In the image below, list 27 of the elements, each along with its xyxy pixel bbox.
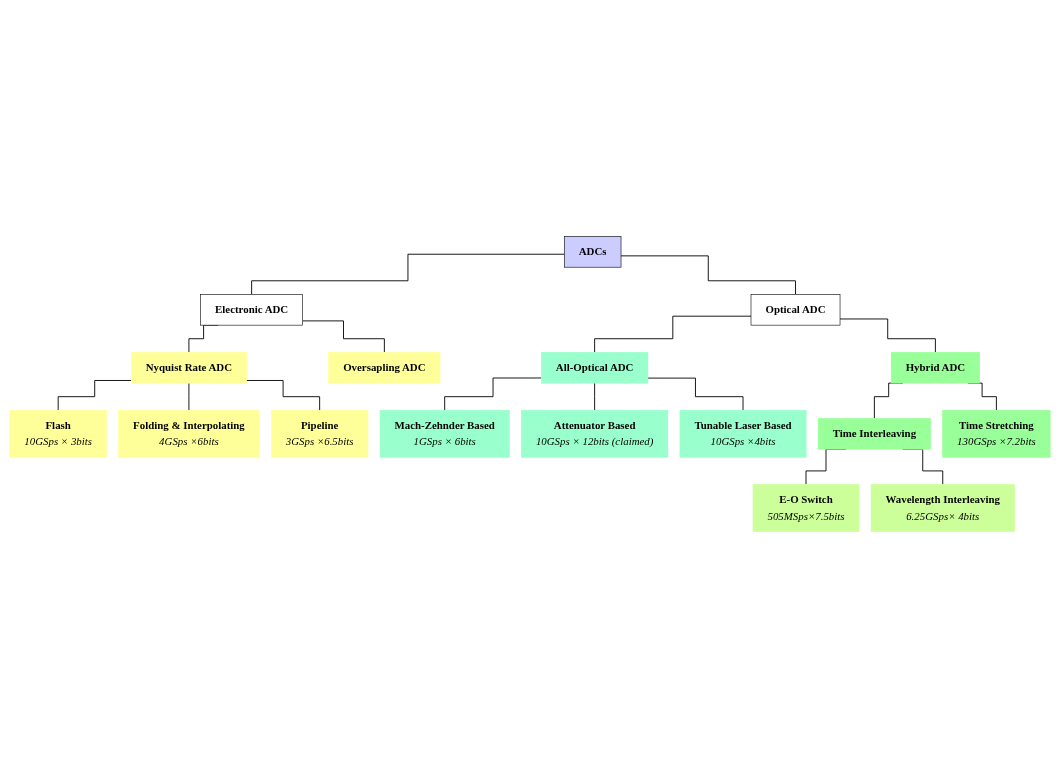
node-box: Flash 10GSps × 3bits — [9, 409, 107, 458]
connector — [620, 255, 796, 295]
node-box: Optical ADC — [750, 294, 841, 326]
node-box: E-O Switch 505MSps×7.5bits — [752, 484, 860, 532]
node-box: Nyquist Rate ADC — [130, 352, 247, 384]
node-box: Mach-Zehnder Based 1GSps × 6bits — [379, 409, 510, 458]
connector — [839, 318, 936, 353]
node-box: Folding & Interpolating 4GSps ×6bits — [118, 409, 260, 458]
connector — [302, 320, 385, 353]
node-box: Electronic ADC — [200, 294, 303, 326]
connector — [594, 315, 752, 353]
node-box: Hybrid ADC — [890, 352, 980, 384]
connector — [251, 253, 565, 295]
connector — [444, 377, 542, 411]
node-box: Tunable Laser Based 10GSps ×4bits — [679, 409, 807, 458]
node-box: Time Interleaving — [817, 418, 931, 450]
connector — [246, 380, 321, 411]
node-box: All-Optical ADC — [541, 352, 649, 384]
node-box: Pipeline 3GSps ×6.5bits — [271, 409, 369, 458]
node-box: Oversapling ADC — [328, 352, 441, 384]
node-box: Time Stretching 130GSps ×7.2bits — [942, 409, 1051, 458]
node-box: Wavelength Interleaving 6.25GSps× 4bits — [870, 484, 1015, 532]
connector — [57, 380, 132, 411]
node-box: ADCs — [564, 236, 622, 268]
connector — [647, 377, 744, 411]
connector — [594, 382, 596, 411]
node-box: Attenuator Based 10GSps × 12bits (claimed) — [521, 409, 669, 458]
